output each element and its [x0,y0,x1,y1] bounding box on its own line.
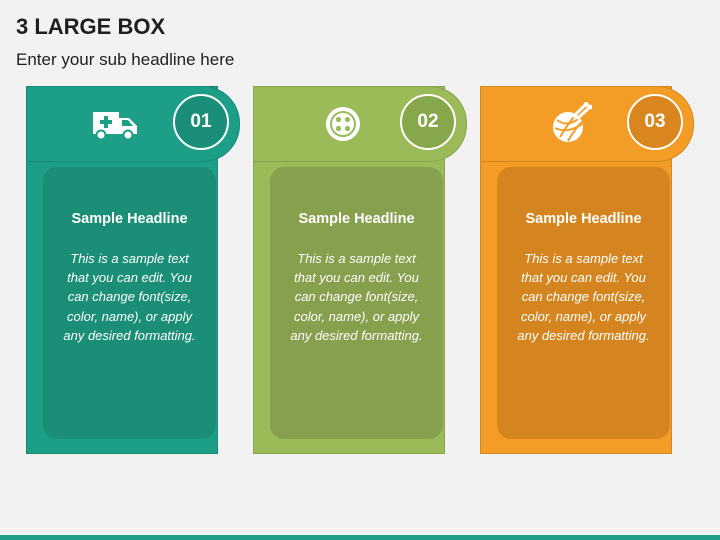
card-2: 02 Sample Headline This is a sample text… [253,86,467,454]
card-headline: Sample Headline [298,211,415,227]
bottom-accent-bar [0,535,720,540]
card-text: This is a sample text that you can edit.… [517,251,650,343]
yarn-ball-icon [544,102,596,144]
card-headline: Sample Headline [525,211,642,227]
ambulance-icon [90,104,142,144]
card-headline: Sample Headline [71,211,188,227]
step-number-badge: 01 [173,94,229,150]
card-1: 01 Sample Headline This is a sample text… [26,86,240,454]
page-subtitle: Enter your sub headline here [16,50,235,69]
content-panel: Sample Headline This is a sample text th… [497,167,670,439]
step-number-badge: 02 [400,94,456,150]
card-text: This is a sample text that you can edit.… [63,251,196,343]
step-number-badge: 03 [627,94,683,150]
card-text: This is a sample text that you can edit.… [290,251,423,343]
button-icon [317,104,369,144]
page-title: 3 LARGE BOX [16,14,166,39]
content-panel: Sample Headline This is a sample text th… [43,167,216,439]
card-3: 03 Sample Headline This is a sample text… [480,86,694,454]
content-panel: Sample Headline This is a sample text th… [270,167,443,439]
